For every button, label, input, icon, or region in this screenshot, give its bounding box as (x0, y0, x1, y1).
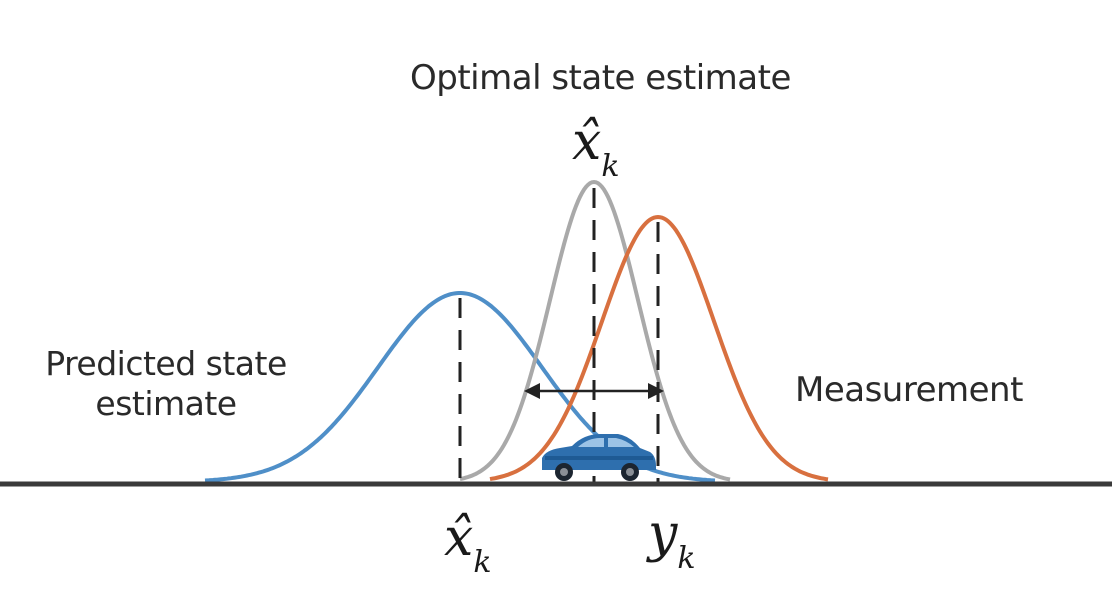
optimal-subscript-k: k (601, 149, 620, 185)
predicted-subscript-k: k (473, 545, 492, 581)
car-icon (542, 434, 656, 481)
double-arrow-icon (524, 383, 664, 399)
predicted-estimate-symbol: x̂k (444, 508, 492, 580)
measurement-curve (489, 214, 829, 482)
predicted-estimate-text: Predicted state estimate (45, 344, 287, 423)
optimal-estimate-curve (459, 179, 731, 482)
predicted-estimate-label: Predicted state estimate (36, 344, 296, 423)
measurement-label: Measurement (795, 370, 1023, 410)
predicted-x-hat: x̂ (444, 508, 474, 568)
measurement-y: y (648, 504, 678, 564)
measurement-symbol: yk (648, 504, 696, 576)
measurement-subscript-k: k (677, 541, 696, 577)
optimal-estimate-label: Optimal state estimate (410, 58, 791, 98)
optimal-x-hat: x̂ (572, 112, 602, 172)
optimal-estimate-symbol: x̂k (572, 112, 620, 184)
